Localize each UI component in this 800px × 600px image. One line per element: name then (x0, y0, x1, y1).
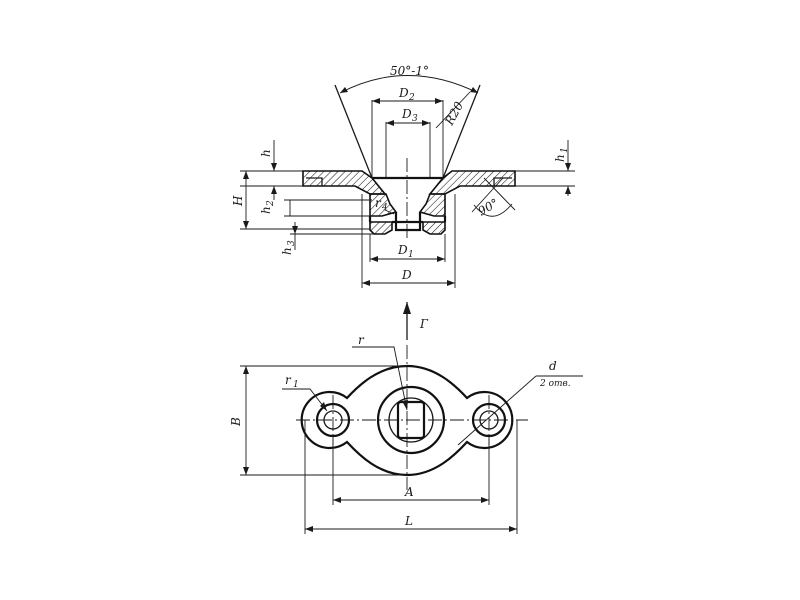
L-label: L (404, 514, 413, 528)
angle-arc (339, 75, 479, 94)
h3-label: h (280, 247, 294, 255)
h2-label: h (259, 206, 273, 214)
pocket-left (306, 177, 323, 186)
d-label: d (549, 359, 557, 373)
A-label: A (404, 485, 414, 499)
B-label: B (229, 417, 243, 427)
r-label: r (358, 333, 365, 347)
hub-inner-circle (388, 397, 434, 443)
h3-sub: 3 (287, 240, 297, 246)
d3-label: D (401, 107, 412, 121)
h2-sub: 2 (266, 200, 276, 207)
pocket-right (493, 177, 512, 186)
ninety-arc (473, 203, 513, 217)
A-arrow-right (481, 497, 489, 503)
r4-leader (384, 209, 395, 215)
angle-arrow-left (340, 87, 348, 93)
L-arrow-left (305, 526, 313, 532)
view-arrow-head (403, 302, 411, 314)
r1-leader (282, 388, 328, 412)
angle-arrow-right (470, 87, 478, 93)
section-hub-right (418, 193, 446, 217)
r4-label: r (375, 196, 382, 210)
B-arrow-bottom (243, 467, 249, 475)
r1-label: r (285, 373, 292, 387)
D-label: D (401, 268, 412, 282)
H-label: H (231, 195, 245, 207)
h3-arrow (292, 226, 298, 234)
r-arrow (402, 400, 408, 410)
d2-arrow-right (435, 98, 443, 104)
H-arrow-top (243, 171, 249, 179)
hub-circle (376, 385, 446, 455)
d2-arrow-left (372, 98, 380, 104)
r1-sub: 1 (293, 380, 299, 390)
hole-right-inner (479, 410, 499, 430)
d2-sub: 2 (408, 93, 415, 103)
view-label: Г (419, 317, 429, 331)
ninety-line-b (471, 177, 504, 213)
h-arrow-top (271, 163, 277, 171)
d1-arrow-right (437, 256, 445, 262)
D-arrow-right (447, 280, 455, 286)
d3-sub: 3 (412, 114, 418, 124)
d-leader (457, 375, 537, 446)
h-arrow-bottom (271, 186, 277, 194)
ninety-line-a (483, 177, 516, 211)
plan-view: r r 1 d 2 отв. B A L (229, 333, 583, 534)
cone-line-right (442, 84, 481, 179)
d3-arrow-right (422, 120, 430, 126)
h1-label: h (553, 154, 567, 162)
D-arrow-left (362, 280, 370, 286)
r20-label: R20 (442, 99, 466, 128)
foot-joint (368, 216, 447, 224)
hole-left-inner (323, 410, 343, 430)
section-flange-left (302, 170, 387, 195)
d1-label: D (397, 243, 408, 257)
section-view: 50°-1° D 2 D 3 R20 (231, 64, 575, 288)
h1-arrow-bottom (565, 186, 571, 194)
angle-label: 50°-1° (390, 64, 429, 78)
holes-label: 2 отв. (539, 379, 571, 389)
d1-sub: 1 (408, 250, 414, 260)
r4-sub: 4 (381, 203, 388, 213)
d3-arrow-left (386, 120, 394, 126)
r1-arrow (320, 402, 327, 411)
h1-arrow-top (565, 163, 571, 171)
L-arrow-right (509, 526, 517, 532)
section-foot-right (422, 221, 446, 235)
h1-sub: 1 (560, 147, 570, 153)
r20-leader (435, 91, 471, 129)
square-socket (396, 400, 426, 440)
view-indicator: Г (403, 302, 429, 340)
d1-arrow-left (370, 256, 378, 262)
section-foot-left (369, 221, 393, 235)
B-arrow-top (243, 366, 249, 374)
d2-label: D (398, 86, 409, 100)
h-label: h (259, 149, 273, 157)
cone-line-left (334, 84, 373, 179)
H-arrow-bottom (243, 221, 249, 229)
A-arrow-left (333, 497, 341, 503)
r-leader (352, 346, 408, 411)
